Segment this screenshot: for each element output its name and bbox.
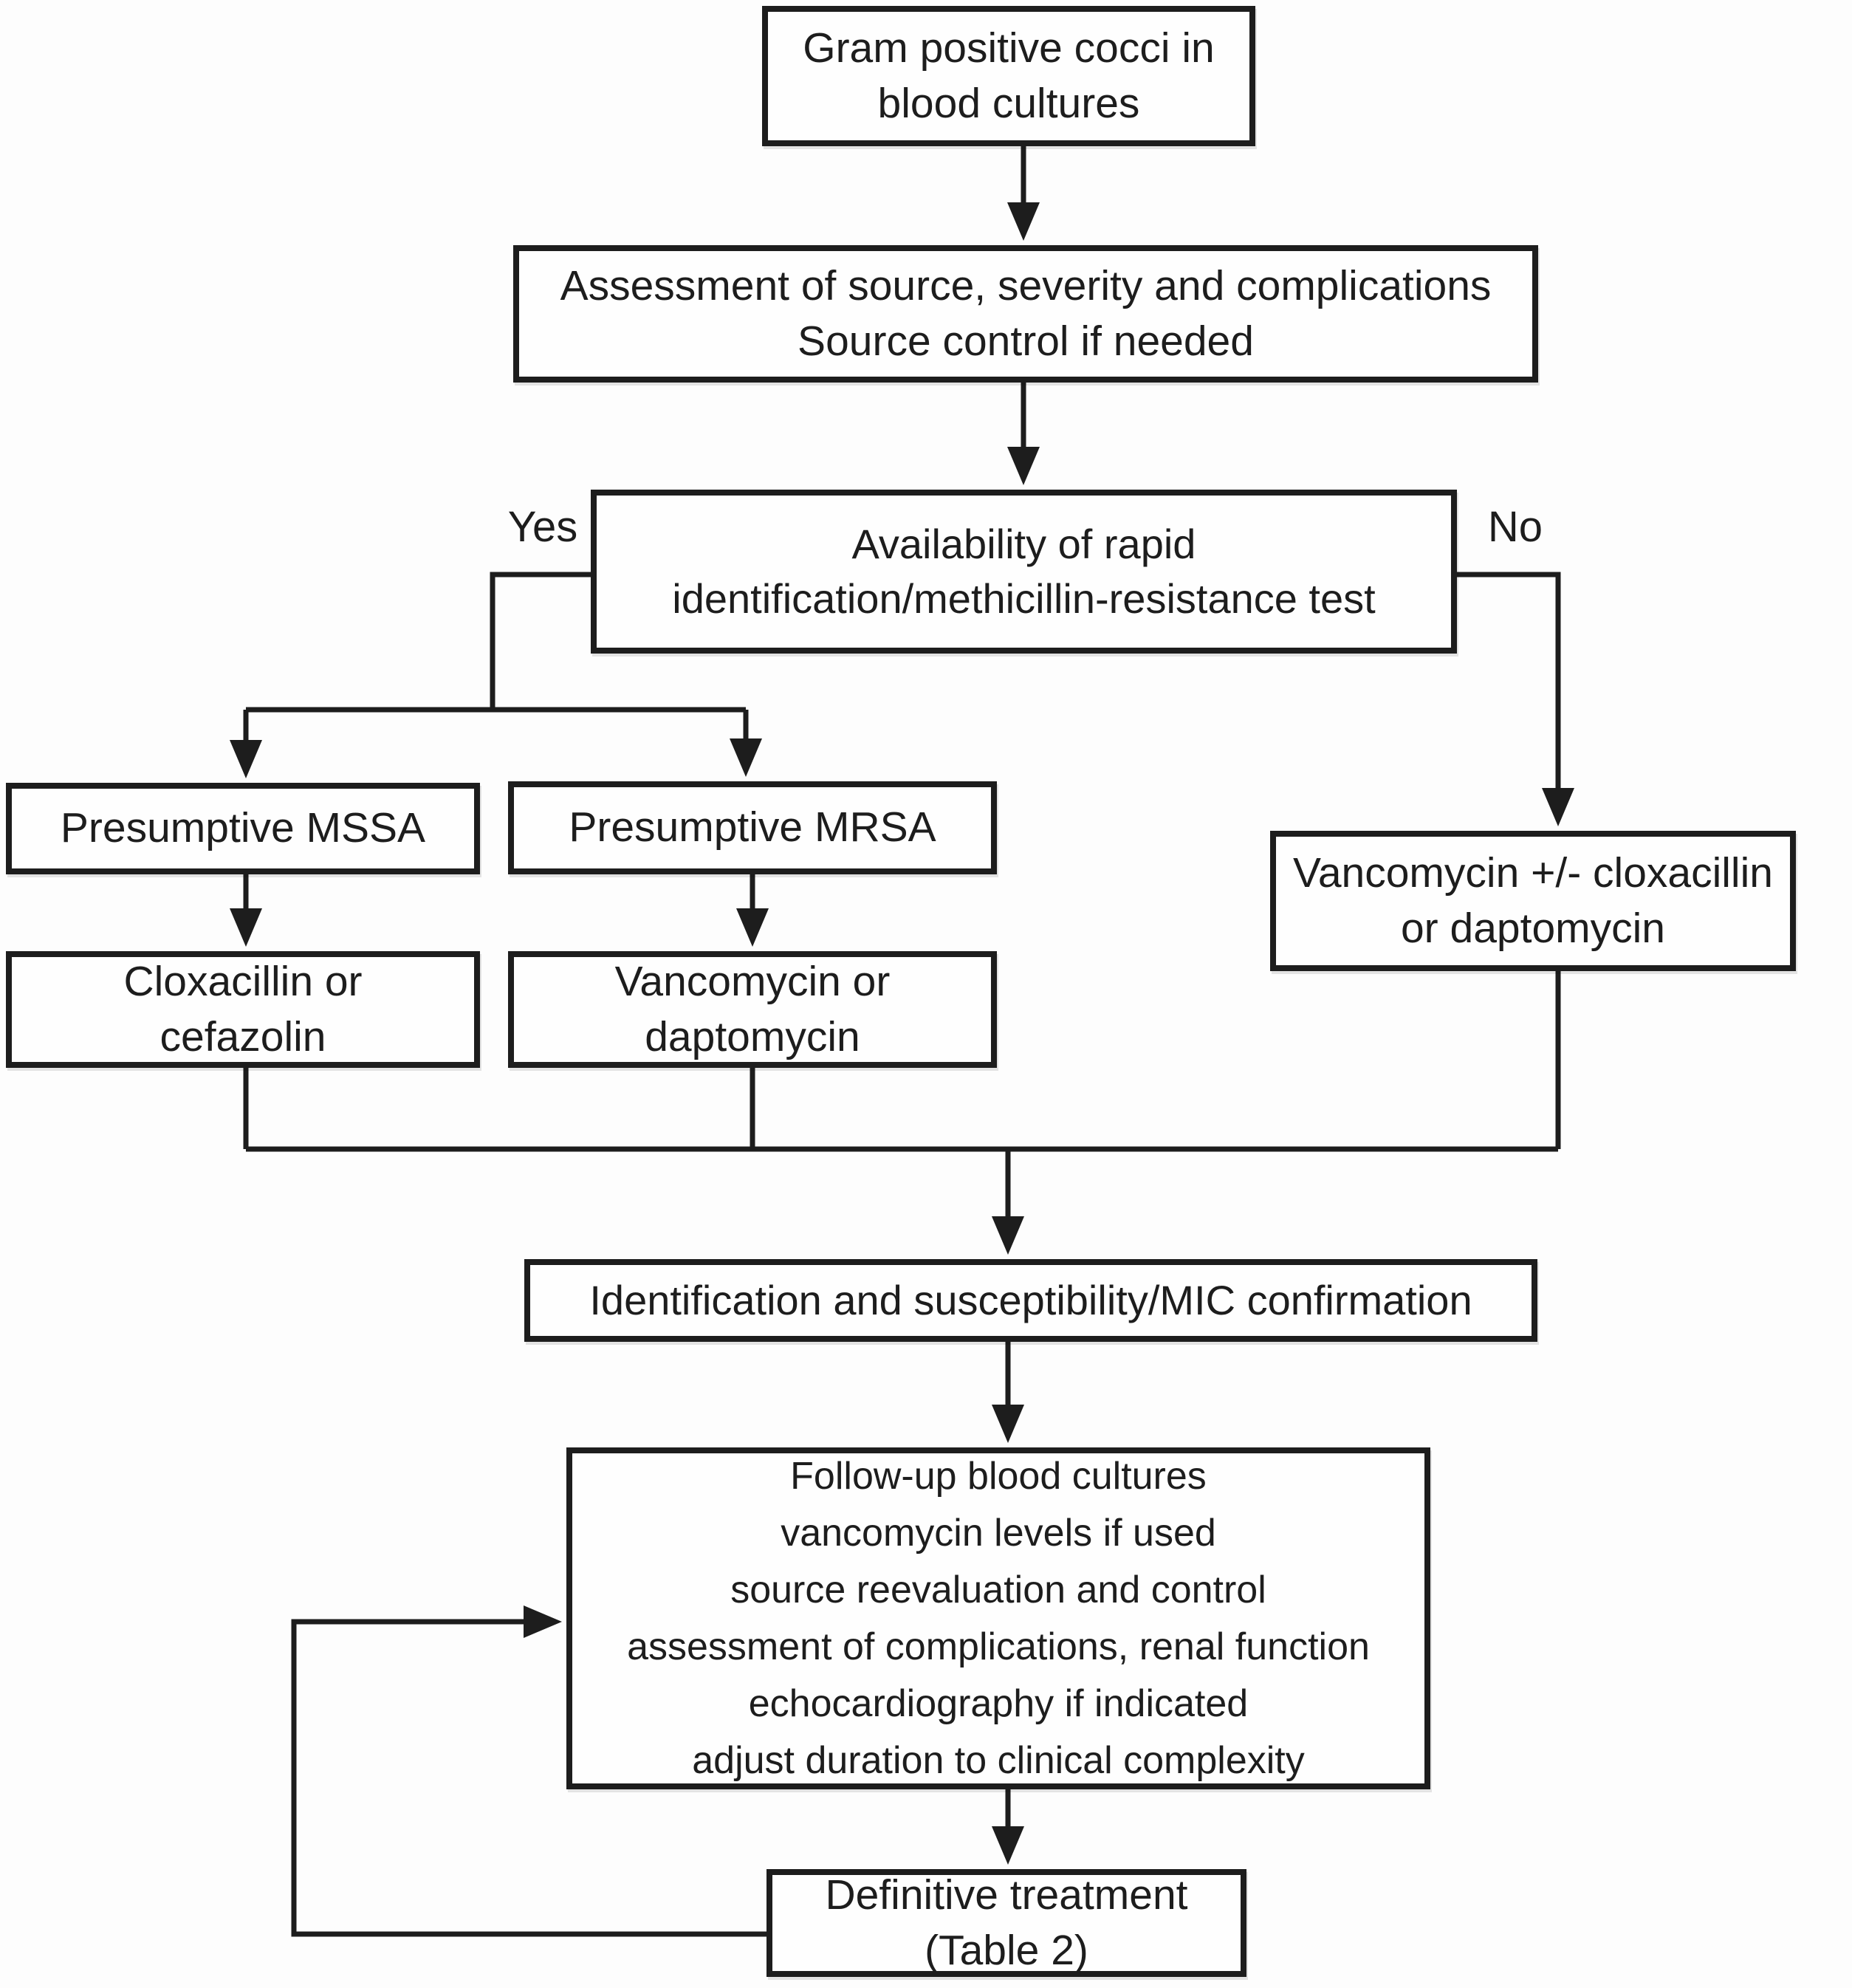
node-followup-monitoring: Follow-up blood cultures vancomycin leve…	[566, 1447, 1430, 1789]
node-presumptive-mrsa: Presumptive MRSA	[508, 781, 997, 874]
branch-label-yes: Yes	[507, 503, 578, 551]
node-vancomycin-plus-minus-cloxacillin: Vancomycin +/- cloxacillin or daptomycin	[1270, 831, 1796, 971]
node-identification-mic-confirmation: Identification and susceptibility/MIC co…	[524, 1259, 1537, 1342]
branch-label-no: No	[1487, 503, 1543, 551]
node-presumptive-mssa: Presumptive MSSA	[6, 783, 480, 874]
node-cloxacillin-cefazolin: Cloxacillin or cefazolin	[6, 951, 480, 1068]
edge-feedback-loop	[291, 1605, 766, 1937]
node-assessment-source-control: Assessment of source, severity and compl…	[513, 245, 1538, 383]
node-vancomycin-daptomycin: Vancomycin or daptomycin	[508, 951, 997, 1068]
node-gram-positive-cocci: Gram positive cocci in blood cultures	[762, 6, 1255, 146]
node-rapid-test-availability: Availability of rapid identification/met…	[591, 490, 1457, 654]
edge-no-branch	[1455, 572, 1574, 826]
edge-yes-branch	[490, 572, 592, 710]
node-definitive-treatment: Definitive treatment (Table 2)	[766, 1869, 1246, 1977]
